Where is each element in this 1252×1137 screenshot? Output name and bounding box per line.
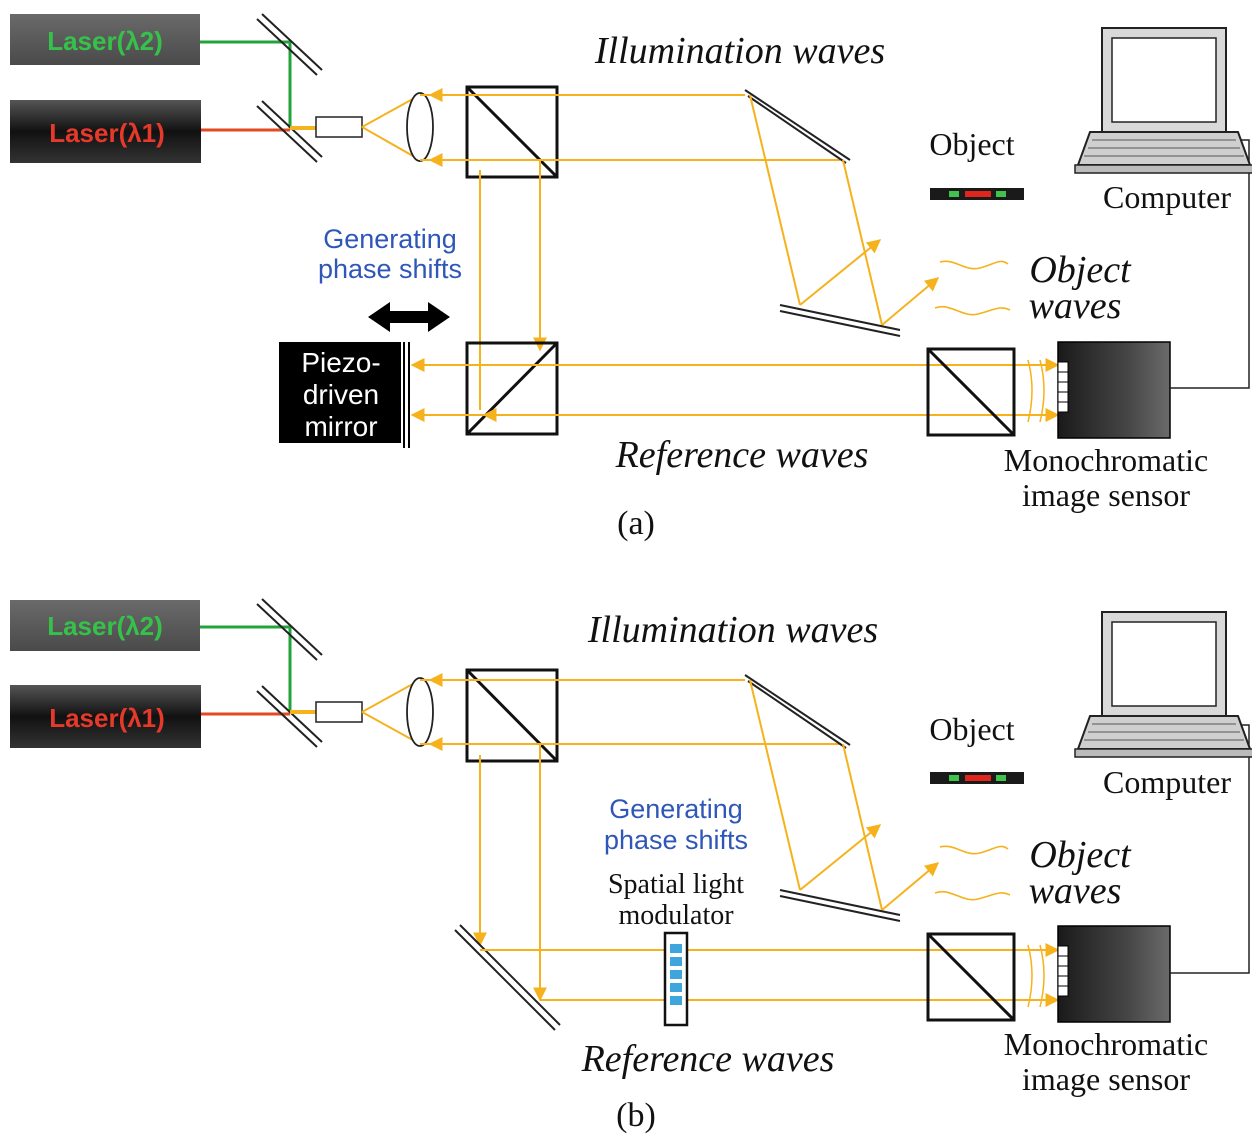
pinhole-filter <box>315 116 363 138</box>
spatial-light-modulator <box>663 931 689 1027</box>
illumination-mirror <box>744 89 851 164</box>
computer-label: Computer <box>1103 179 1231 215</box>
sensor-cable <box>1170 724 1250 974</box>
object-waves-label-2: waves <box>1029 285 1122 327</box>
object-sample <box>930 188 1024 200</box>
object-label: Object <box>929 711 1014 747</box>
beam-splitter-2 <box>465 341 559 436</box>
object-waves-label-2: waves <box>1029 870 1122 912</box>
piezo-label-2: driven <box>303 379 379 410</box>
panel-b: Laser(λ2) Laser(λ1) <box>10 598 1252 1134</box>
phase-shift-label-1: Generating <box>609 794 743 824</box>
sensor-label-2: image sensor <box>1022 477 1190 513</box>
computer-icon <box>1074 27 1252 174</box>
laser-2-label: Laser(λ2) <box>47 611 163 641</box>
object-waves-label-1: Object <box>1029 834 1132 876</box>
illumination-mirror <box>744 674 851 749</box>
phase-shift-label-1: Generating <box>323 224 457 254</box>
laser-1-label: Laser(λ1) <box>49 703 165 733</box>
reference-waves-label: Reference waves <box>581 1038 835 1080</box>
pinhole-filter <box>315 701 363 723</box>
piezo-label-1: Piezo- <box>301 347 380 378</box>
computer-label: Computer <box>1103 764 1231 800</box>
image-sensor <box>1057 341 1171 439</box>
sensor-label-1: Monochromatic <box>1004 442 1208 478</box>
illumination-waves-label: Illumination waves <box>594 30 885 72</box>
laser-2-box <box>10 600 200 651</box>
phase-shift-label-2: phase shifts <box>604 825 748 855</box>
caption-b: (b) <box>616 1097 656 1134</box>
phase-shift-label-2: phase shifts <box>318 254 462 284</box>
illumination-waves-label: Illumination waves <box>587 609 878 651</box>
mirror-top-left <box>256 13 323 76</box>
beam-splitter-3 <box>926 932 1016 1022</box>
mirror-top-left <box>256 598 323 661</box>
image-sensor <box>1057 925 1171 1023</box>
object-label: Object <box>929 126 1014 162</box>
collimating-lens <box>406 677 434 747</box>
object-mirror <box>779 889 901 922</box>
caption-a: (a) <box>617 505 655 542</box>
laser-2-beam <box>200 40 292 128</box>
double-arrow-icon <box>368 302 450 332</box>
laser-2-label: Laser(λ2) <box>47 26 163 56</box>
laser-1-label: Laser(λ1) <box>49 118 165 148</box>
slm-label-2: modulator <box>618 900 734 931</box>
laser-2-box <box>10 14 200 65</box>
reference-mirror <box>454 924 561 1031</box>
beam-splitter-3 <box>926 347 1016 437</box>
sensor-pixels <box>1057 361 1069 413</box>
object-sample <box>930 772 1024 784</box>
object-mirror <box>779 304 901 337</box>
reference-waves-label: Reference waves <box>615 434 869 476</box>
laser-1-box <box>10 100 201 163</box>
computer-icon <box>1074 611 1252 758</box>
sensor-label-2: image sensor <box>1022 1061 1190 1097</box>
laser-1-box <box>10 685 201 748</box>
object-wave-squiggles <box>934 260 1011 316</box>
collimating-lens <box>406 92 434 162</box>
sensor-cable <box>1170 139 1250 389</box>
object-wave-squiggles <box>934 845 1011 901</box>
beam-splitter-1 <box>465 668 559 763</box>
panel-a: Laser(λ2) Laser(λ1) <box>10 13 1252 542</box>
sensor-label-1: Monochromatic <box>1004 1026 1208 1062</box>
slm-label-1: Spatial light <box>608 869 744 900</box>
object-waves-label-1: Object <box>1029 249 1132 291</box>
piezo-mirror-block <box>279 342 401 443</box>
piezo-label-3: mirror <box>304 411 377 442</box>
sensor-pixels <box>1057 945 1069 997</box>
beam-splitter-1 <box>465 85 559 179</box>
